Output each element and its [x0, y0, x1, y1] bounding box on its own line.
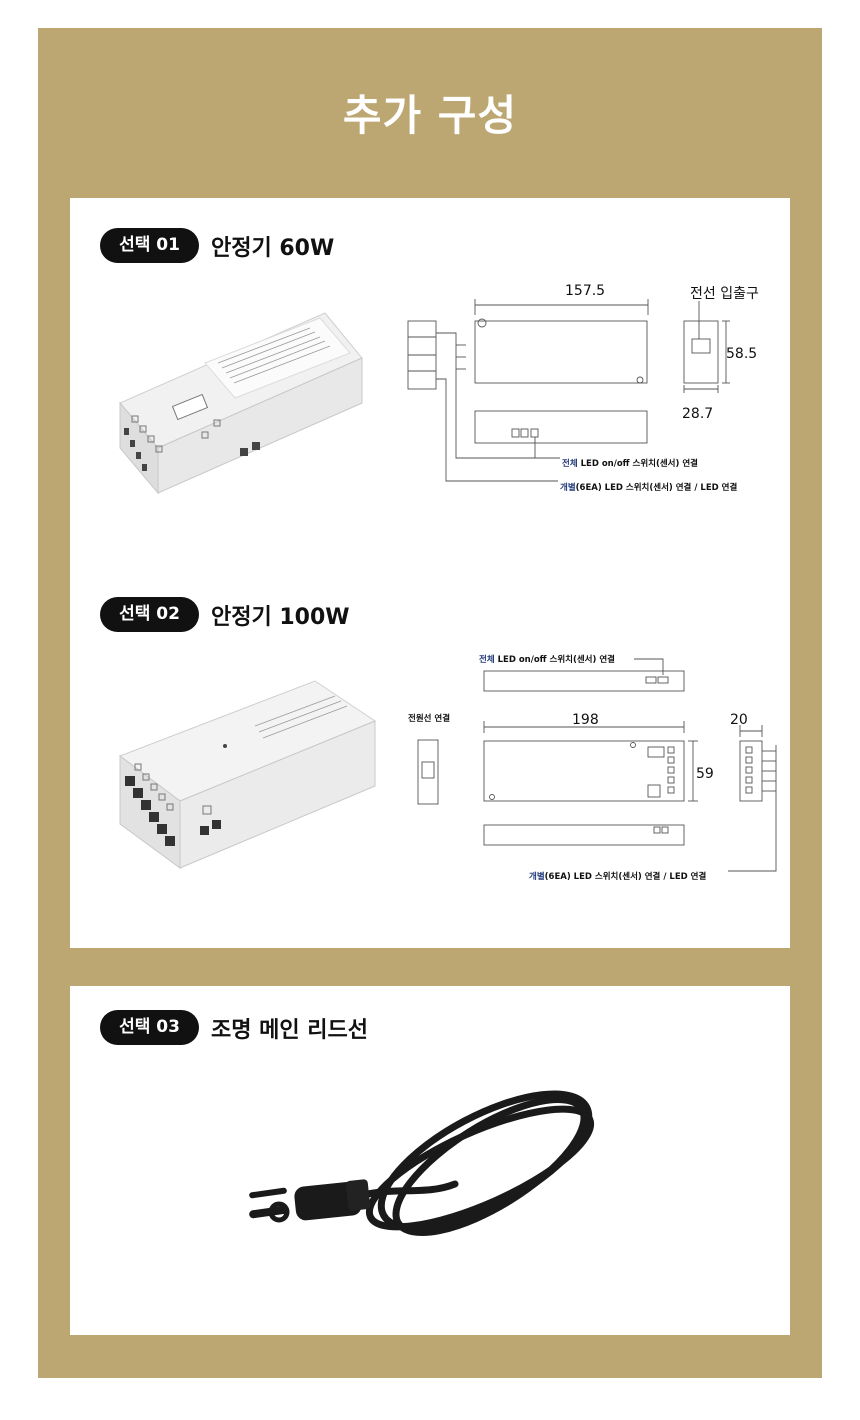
dim-length-60w: 157.5 [565, 283, 606, 299]
dim-depth-60w: 28.7 [682, 406, 714, 422]
each-led-note-60w: 개별(6EA) LED 스위치(센서) 연결 / LED 연결 [560, 483, 738, 493]
each-led-note-100w: 개별(6EA) LED 스위치(센서) 연결 / LED 연결 [529, 872, 707, 882]
option-03-panel: 선택 03 조명 메인 리드선 [70, 986, 790, 1335]
dim-height-100w: 59 [696, 766, 714, 782]
option-03-name: 조명 메인 리드선 [211, 1017, 368, 1043]
ballast-60w-diagram [407, 299, 730, 482]
page-title: 추가 구성 [342, 91, 518, 140]
ballast-100w-end-view [417, 739, 439, 805]
dim-height-60w: 58.5 [726, 346, 758, 362]
option-02-header: 선택 02 안정기 100W [100, 597, 350, 632]
option-02-badge: 선택 02 [100, 597, 199, 632]
inlet-label-60w: 전선 입출구 [690, 286, 759, 302]
all-led-note-60w: 전체 LED on/off 스위치(센서) 연결 [562, 459, 698, 469]
options-panel: 선택 01 안정기 60W [70, 198, 790, 948]
power-cord-image [249, 1090, 595, 1237]
option-03-header: 선택 03 조명 메인 리드선 [100, 1010, 368, 1045]
ballast-100w-diagram [483, 658, 777, 872]
all-led-note-100w: 전체 LED on/off 스위치(센서) 연결 [479, 655, 615, 665]
option-02-name: 안정기 100W [211, 604, 350, 630]
dim-length-100w: 198 [572, 712, 599, 728]
dim-depth-100w: 20 [730, 712, 748, 728]
option-03-badge: 선택 03 [100, 1010, 199, 1045]
option-01-badge: 선택 01 [100, 228, 199, 263]
option-01-header: 선택 01 안정기 60W [100, 228, 334, 263]
ballast-100w-image [118, 680, 377, 869]
ballast-60w-image [119, 312, 363, 495]
option-01-name: 안정기 60W [211, 235, 335, 261]
power-label-100w: 전원선 연결 [408, 714, 451, 724]
